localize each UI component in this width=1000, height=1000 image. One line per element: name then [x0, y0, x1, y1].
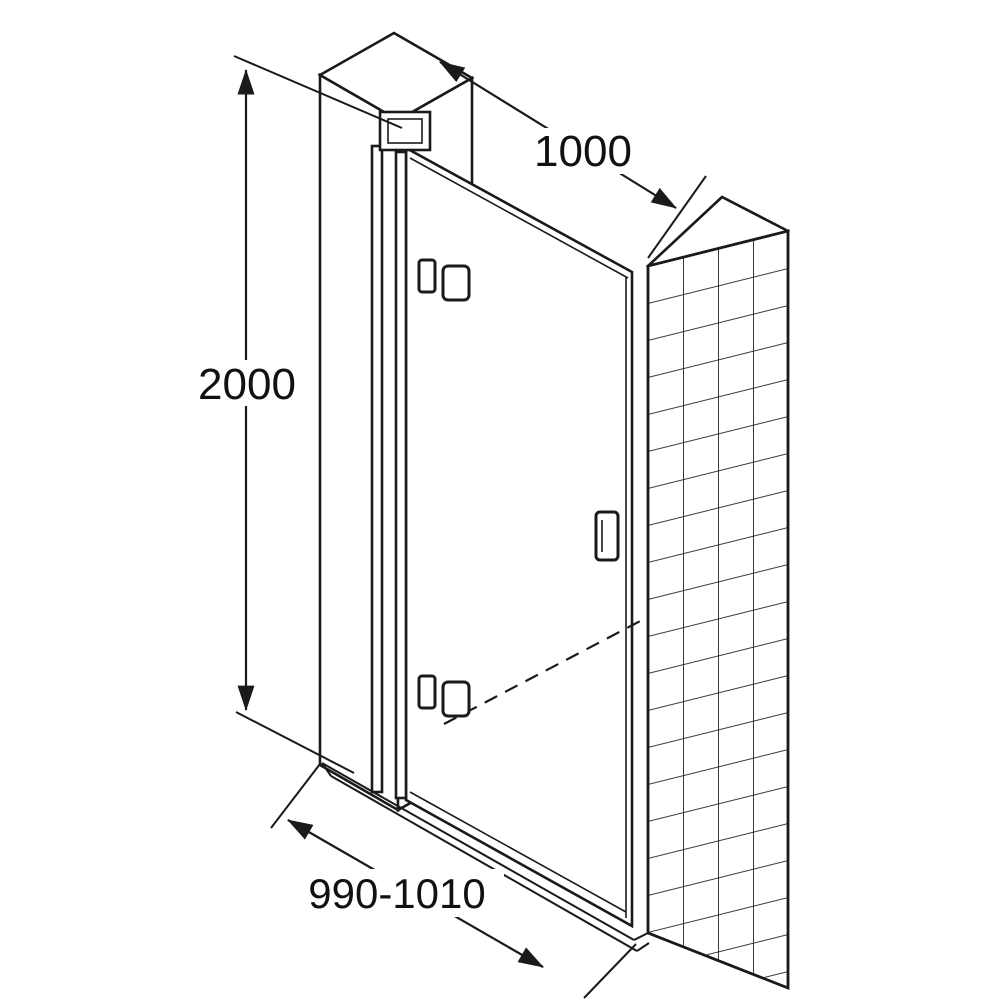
right-wall-tile-grid — [646, 229, 790, 990]
dimension-height-label-bg — [192, 360, 302, 406]
hinge-top — [417, 258, 471, 302]
dimension-height-ext-top — [233, 55, 403, 129]
hinge-profile-strip — [370, 110, 432, 800]
dimension-width-label: 1000 — [534, 127, 632, 176]
dimension-adjustment-ext-left — [270, 763, 321, 829]
glass-strip-bar — [394, 150, 408, 800]
dimension-width-ext-right — [647, 175, 707, 259]
dimension-adjustment-label: 990-1010 — [308, 870, 486, 917]
dimension-adjustment: 990-1010 — [270, 763, 637, 999]
dimension-adjustment-ext-right — [583, 943, 637, 999]
bottom-rail-end-connectors — [321, 762, 650, 952]
hinge-bottom-wall-plate — [417, 674, 437, 710]
bottom-rail — [321, 762, 650, 952]
door-handle-body — [594, 510, 620, 562]
dimension-width-label-bg — [524, 128, 642, 174]
left-wall-front-face — [318, 72, 400, 813]
right-wall — [645, 195, 791, 990]
dimension-height: 2000 — [192, 55, 403, 774]
dimension-height-ext-bottom — [235, 711, 355, 774]
dimension-height-label: 2000 — [198, 360, 296, 409]
hinge-top-wall-plate — [417, 258, 437, 294]
dimension-adjustment-label-bg — [290, 869, 504, 917]
hinge-bottom-door-plate — [441, 680, 471, 718]
door-handle — [594, 510, 620, 562]
door-swing-dashed-line — [443, 617, 647, 725]
hinge-top-door-plate — [441, 264, 471, 302]
wall-profile-bar — [370, 144, 384, 794]
dimension-width: 1000 — [439, 61, 707, 259]
hinge-bottom — [417, 674, 471, 718]
top-mounting-bracket-inner — [387, 118, 423, 144]
